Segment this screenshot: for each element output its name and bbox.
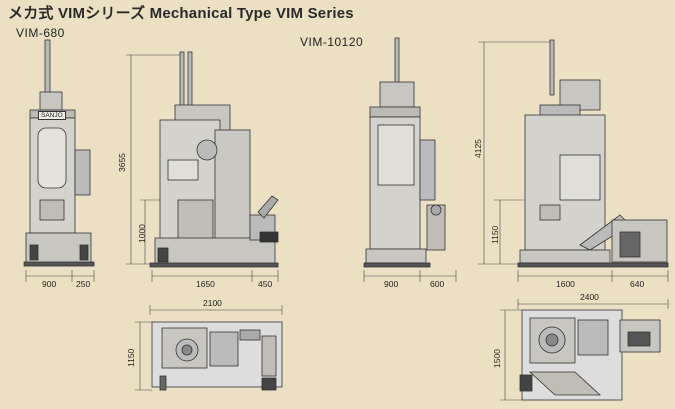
vim10120-front-side: 600 [430,279,445,289]
vim680-front-width: 900 [42,279,57,289]
vim10120-side-view [517,39,669,268]
vim10120-side-extra: 640 [630,279,645,289]
vim10120-total-height: 4125 [473,139,483,158]
vim10120-plan-view [519,309,661,401]
vim680-front-view [23,39,95,267]
model-label-vim-680: VIM-680 [16,26,65,40]
vim10120-plan-depth: 1500 [492,349,502,368]
vim680-side-view [149,51,279,268]
vim680-side-depth: 1650 [196,279,215,289]
vim10120-table-height: 1150 [490,225,500,244]
vim10120-side-depth: 1600 [556,279,575,289]
vim680-table-height: 1000 [137,224,147,243]
vim680-plan-view [151,321,283,391]
vim10120-plan-width: 2400 [580,292,599,302]
vim680-plan-width: 2100 [203,298,222,308]
nameplate: SANJO [38,111,66,120]
model-label-vim-10120: VIM-10120 [300,35,364,49]
vim680-plan-depth: 1150 [126,348,136,367]
vim680-total-height: 3655 [117,153,127,172]
vim10120-front-view [363,37,446,268]
page-title: メカ式 VIMシリーズ Mechanical Type VIM Series [8,5,354,22]
dimension-lines [25,41,669,401]
vim10120-front-width: 900 [384,279,399,289]
vim680-front-side: 250 [76,279,91,289]
vim680-side-extra: 450 [258,279,273,289]
